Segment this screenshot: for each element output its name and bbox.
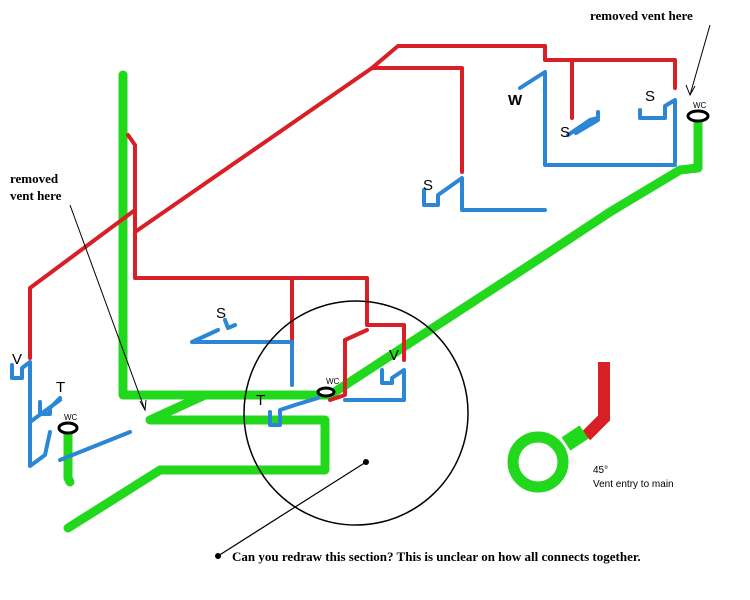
annotation-arrows — [69, 24, 711, 412]
vent-diagonal-to-top — [133, 66, 464, 234]
drain-w-upper — [518, 70, 677, 167]
left-arrow-line — [69, 204, 146, 411]
wc-left-bowl — [57, 421, 79, 435]
vent-left-vertical — [126, 133, 294, 344]
label-s-upper-right: S — [645, 88, 655, 105]
drain-s-upper-left — [422, 176, 547, 212]
drain-t-left — [28, 396, 62, 424]
vent-top-run — [370, 44, 677, 90]
label-t-center: T — [256, 392, 265, 409]
legend-green-connector — [561, 425, 589, 451]
label-w: W — [508, 92, 523, 109]
label-wc-right: WC — [693, 101, 707, 110]
legend-green-ring — [507, 431, 569, 493]
drain-s-upper-mid — [566, 110, 600, 137]
legend-vent-entry — [507, 362, 610, 493]
legend-angle: 45° — [593, 465, 608, 476]
main-diagonal-green — [63, 113, 703, 533]
label-wc-left: WC — [64, 413, 78, 422]
label-v-left: V — [12, 351, 22, 368]
drain-v-center — [343, 368, 406, 402]
main-drain-lines — [63, 70, 703, 533]
right-arrow-head — [685, 84, 696, 97]
label-t-left: T — [56, 379, 65, 396]
removed-vent-right-label: removed vent here — [590, 8, 693, 23]
fixture-label-text: W S S S S V V T T WC WC WC — [12, 88, 707, 422]
label-v-center: V — [389, 347, 399, 364]
label-s-upper-mid: S — [560, 124, 570, 141]
label-s-upper-left: S — [423, 177, 433, 194]
drain-t-center — [268, 396, 320, 427]
label-s-middle: S — [216, 305, 226, 322]
legend-red-vent — [581, 362, 610, 441]
unclear-section-callout — [215, 300, 469, 559]
left-vertical-green-stack — [118, 70, 305, 400]
drain-left-wc — [58, 430, 132, 462]
drain-s-upper-right — [638, 98, 677, 164]
right-arrow-line — [689, 24, 711, 96]
wc-center-bowl — [316, 386, 336, 398]
vent-center-cross — [343, 328, 369, 342]
legend-caption: Vent entry to main — [593, 479, 674, 490]
callout-start-dot — [215, 553, 221, 559]
wc-fixtures — [57, 109, 710, 435]
drain-left-stack — [10, 360, 52, 468]
removed-vent-left-line1: removed — [10, 171, 59, 186]
legend-text: 45° Vent entry to main — [593, 465, 674, 490]
vent-center-connector — [328, 338, 347, 402]
highlight-circle — [243, 300, 469, 526]
annotation-text: removed vent here removed vent here Can … — [10, 8, 693, 564]
wc-right-bowl — [686, 109, 710, 123]
drain-s-middle — [190, 318, 294, 387]
vent-left-upper — [28, 208, 137, 360]
label-wc-center: WC — [326, 377, 340, 386]
vent-middle-run — [290, 276, 406, 362]
question-text: Can you redraw this section? This is unc… — [232, 549, 641, 564]
removed-vent-left-line2: vent here — [10, 188, 62, 203]
callout-leader-line — [217, 461, 367, 557]
left-wc-green-drop — [63, 425, 75, 487]
vent-lines — [28, 44, 677, 402]
left-arrow-head — [139, 399, 147, 412]
fixture-drains — [10, 70, 677, 468]
